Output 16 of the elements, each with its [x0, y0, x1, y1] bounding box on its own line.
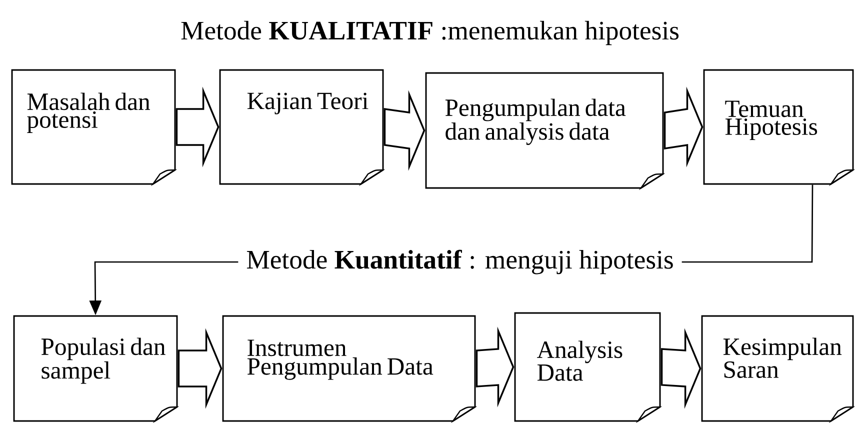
note-box: Kajian Teori [219, 69, 384, 185]
note-box: Kesimpulan Saran [701, 315, 854, 422]
block-arrow [476, 326, 514, 408]
note-box: Masalah dan potensi [11, 69, 176, 185]
block-arrow [660, 328, 702, 409]
note-box: Pengumpulan data dan analysis data [425, 72, 664, 189]
note-box: Analysis Data [514, 312, 661, 422]
block-arrow [176, 86, 220, 168]
note-box: Populasi dan sampel [13, 315, 178, 422]
block-arrow [178, 328, 222, 409]
title: Metode KUALITATIF :menemukan hipotesis [181, 20, 679, 46]
edge-label: Metode Kuantitatif : menguji hipotesis [238, 248, 682, 276]
block-arrow [384, 90, 426, 171]
note-box: Temuan Hipotesis [703, 69, 854, 185]
block-arrow [664, 86, 704, 168]
note-box: Instrumen Pengumpulan Data [222, 315, 476, 422]
